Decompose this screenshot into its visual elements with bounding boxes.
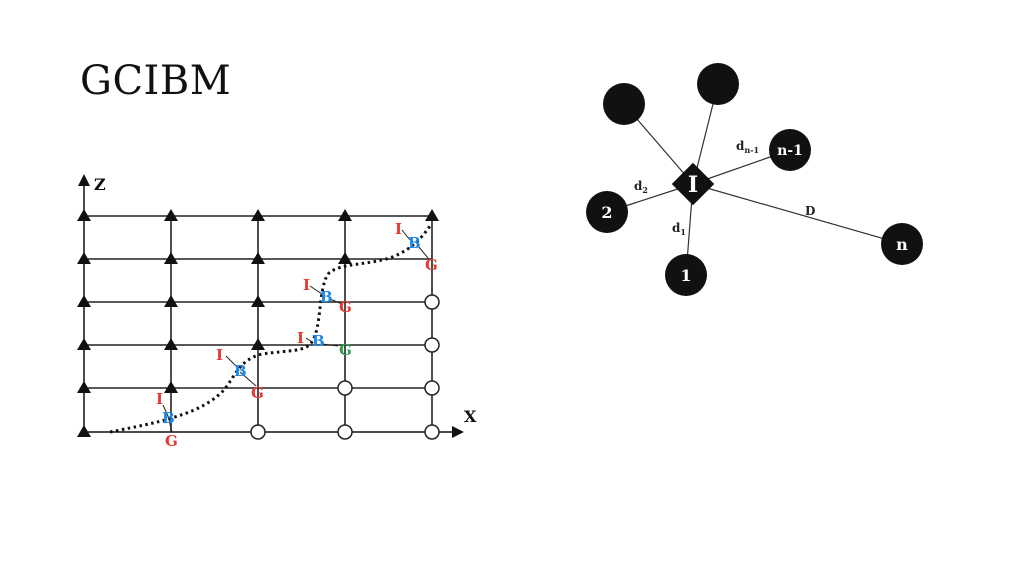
node-n-1-label: n-1 — [777, 143, 803, 159]
center-label: I — [688, 172, 698, 198]
node-n-label: n — [896, 235, 908, 254]
ibg-group-5: I B G — [395, 220, 438, 274]
neighbor-node — [697, 63, 739, 105]
distance-dn1-label: dn-1 — [736, 139, 759, 155]
boundary-point-label: B — [320, 288, 333, 306]
image-point-label: I — [303, 276, 310, 294]
boundary-point-label: B — [162, 409, 175, 427]
distance-D-label: D — [805, 204, 815, 218]
distance-d1-label: d1 — [672, 221, 686, 237]
node-1: 1 — [665, 254, 707, 296]
boundary-point-label: B — [312, 332, 325, 350]
ibg-group-3: I B G — [297, 329, 352, 359]
boundary-point-label: B — [234, 362, 247, 380]
ghost-point-label: G — [251, 384, 264, 402]
node-2-label: 2 — [601, 203, 612, 222]
slide-title: GCIBM — [80, 58, 232, 104]
ibg-group-4: I B G — [303, 276, 352, 316]
image-point-label: I — [395, 220, 402, 238]
image-point-label: I — [297, 329, 304, 347]
ibg-group-2: I B G — [216, 346, 264, 402]
ghost-point-label: G — [425, 256, 438, 274]
ghost-point-label: G — [339, 298, 352, 316]
image-point-label: I — [216, 346, 223, 364]
ibg-group-1: I B G — [156, 390, 178, 450]
node-n-1: n-1 — [769, 129, 811, 171]
solid-nodes — [250, 294, 440, 440]
ghost-point-label: G — [339, 341, 352, 359]
node-n: n — [881, 223, 923, 265]
x-axis-label: X — [464, 407, 477, 426]
boundary-point-label: B — [408, 234, 421, 252]
neighbor-node — [603, 83, 645, 125]
image-point-center: I — [671, 162, 715, 206]
interpolation-spokes — [606, 83, 903, 276]
node-1-label: 1 — [680, 266, 691, 285]
image-point-label: I — [156, 390, 163, 408]
z-axis-label: Z — [94, 175, 106, 194]
fluid-nodes — [77, 209, 439, 437]
ghost-point-label: G — [165, 432, 178, 450]
node-2: 2 — [586, 191, 628, 233]
distance-d2-label: d2 — [634, 179, 648, 195]
